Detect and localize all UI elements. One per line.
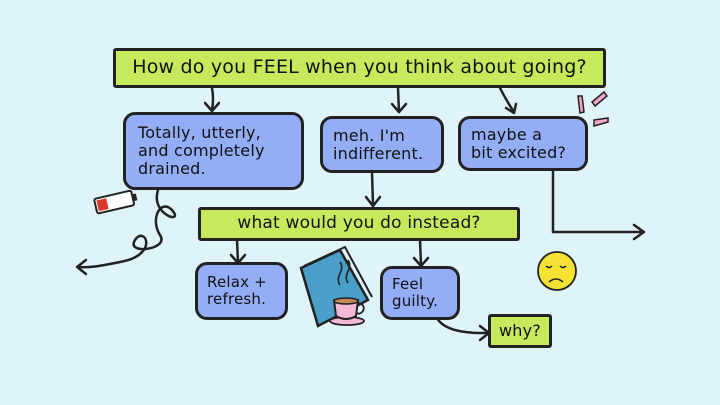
- question-instead-box: what would you do instead?: [198, 207, 520, 241]
- option-guilty-box: Feel guilty.: [380, 266, 460, 320]
- option-guilty-text: Feel guilty.: [392, 275, 439, 310]
- excited-exit-path: [551, 169, 645, 234]
- arrow-to-guilty: [418, 238, 423, 267]
- arrow-to-indifferent: [396, 86, 401, 114]
- low-battery-icon: [93, 189, 138, 215]
- option-drained-box: Totally, utterly, and completely drained…: [123, 112, 304, 190]
- excitement-marks-icon: [577, 90, 609, 127]
- option-relax-text: Relax + refresh.: [207, 273, 267, 308]
- option-indifferent-box: meh. I'm indifferent.: [320, 116, 444, 173]
- question-why-text: why?: [499, 321, 541, 341]
- option-relax-box: Relax + refresh.: [195, 262, 288, 320]
- question-why-box: why?: [488, 314, 552, 348]
- question-feel-text: How do you FEEL when you think about goi…: [132, 56, 587, 79]
- sad-face-icon: [537, 251, 577, 291]
- arrow-to-why: [435, 316, 490, 335]
- tea-mug-icon: [329, 297, 365, 326]
- arrow-to-drained: [210, 86, 215, 112]
- option-excited-box: maybe a bit excited?: [458, 116, 588, 171]
- arrow-to-instead: [370, 171, 375, 207]
- arrow-to-excited: [498, 86, 516, 114]
- question-instead-text: what would you do instead?: [237, 213, 481, 234]
- option-excited-text: maybe a bit excited?: [471, 124, 567, 162]
- question-feel-box: How do you FEEL when you think about goi…: [113, 48, 606, 88]
- option-drained-text: Totally, utterly, and completely drained…: [138, 123, 265, 178]
- drained-exit-path: [76, 188, 177, 269]
- arrow-to-relax: [235, 238, 240, 264]
- option-indifferent-text: meh. I'm indifferent.: [333, 125, 424, 163]
